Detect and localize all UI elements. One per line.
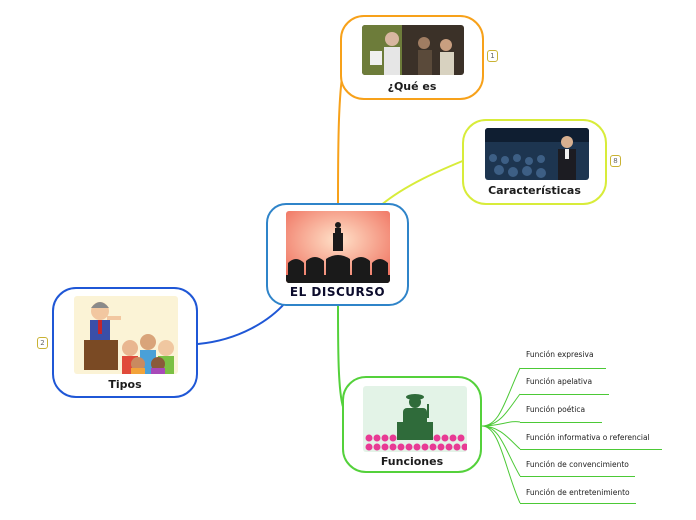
node-tipos[interactable]: Tipos bbox=[52, 287, 198, 398]
node-caracteristicas[interactable]: Características bbox=[462, 119, 607, 205]
conference-speaker-photo-icon bbox=[485, 128, 589, 180]
link-caracteristicas bbox=[379, 157, 471, 207]
protesters-photo-icon bbox=[362, 25, 464, 75]
node-que-es-label: ¿Qué es bbox=[387, 80, 437, 93]
leaf-underline bbox=[520, 394, 609, 395]
central-title: EL DISCURSO bbox=[289, 285, 386, 299]
node-funciones[interactable]: Funciones bbox=[342, 376, 482, 473]
cartoon-lecturer-icon bbox=[74, 296, 178, 374]
node-tipos-label: Tipos bbox=[108, 378, 142, 391]
node-que-es[interactable]: ¿Qué es bbox=[340, 15, 484, 100]
funcion-leaf-item[interactable]: Función informativa o referencial bbox=[526, 433, 650, 442]
leaf-underline bbox=[520, 422, 602, 423]
funcion-leaf-item[interactable]: Función poética bbox=[526, 405, 586, 414]
leaf-underline bbox=[520, 449, 662, 450]
funcion-leaf-item[interactable]: Función de convencimiento bbox=[526, 460, 629, 469]
leaf-underline bbox=[520, 368, 606, 369]
leaf-underline bbox=[520, 503, 636, 504]
node-caracteristicas-label: Características bbox=[488, 184, 581, 197]
que-es-count-badge[interactable]: 1 bbox=[487, 50, 498, 62]
funcion-leaf-item[interactable]: Función apelativa bbox=[526, 377, 593, 386]
green-speaker-icon bbox=[363, 386, 467, 452]
node-funciones-label: Funciones bbox=[380, 455, 444, 468]
caracteristicas-count-badge[interactable]: 8 bbox=[610, 155, 621, 167]
link-tipos bbox=[197, 302, 286, 345]
leaf-branch-line bbox=[481, 367, 521, 504]
funcion-leaf-item[interactable]: Función de entretenimiento bbox=[526, 488, 630, 497]
speaker-podium-icon bbox=[286, 211, 390, 283]
leaf-underline bbox=[520, 476, 635, 477]
central-node[interactable]: EL DISCURSO bbox=[266, 203, 409, 306]
funcion-leaf-item[interactable]: Función expresiva bbox=[526, 350, 594, 359]
tipos-count-badge[interactable]: 2 bbox=[37, 337, 48, 349]
